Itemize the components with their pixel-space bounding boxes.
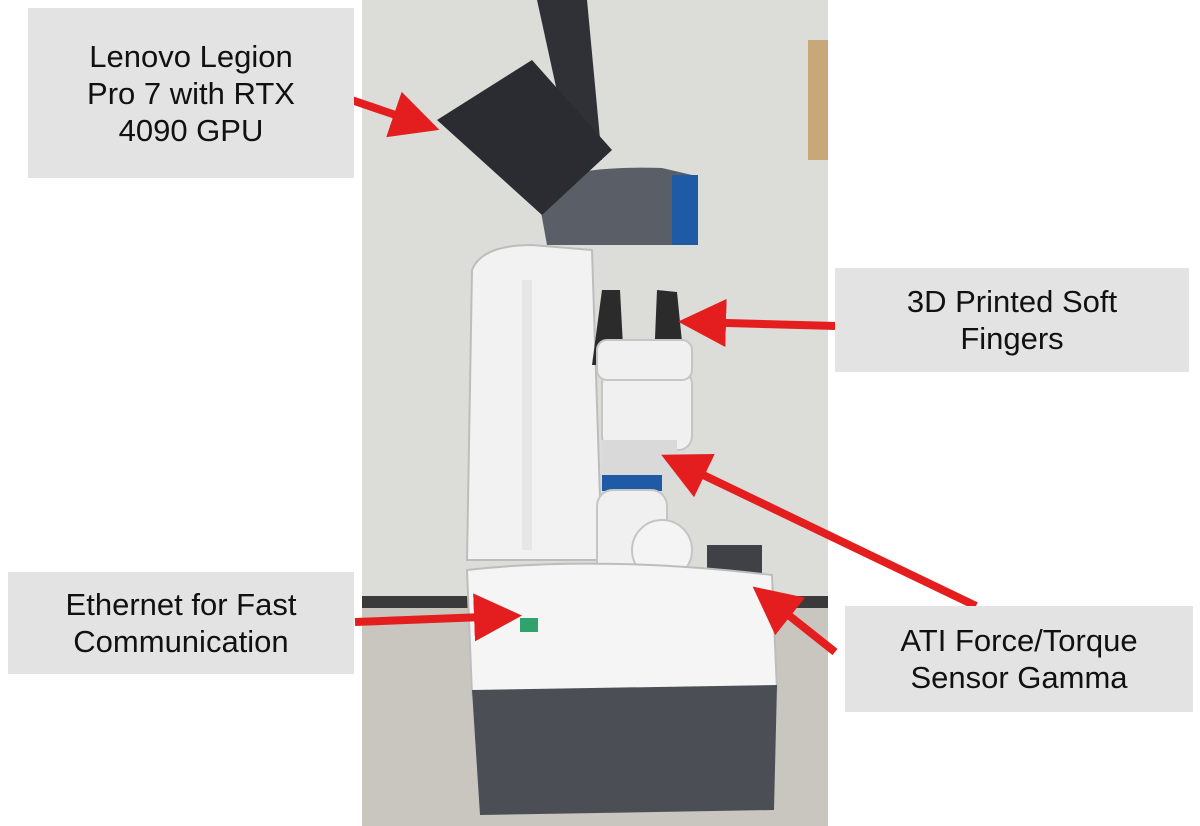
robot-tower — [465, 243, 604, 561]
robot-head — [537, 167, 697, 245]
laptop-screen — [537, 0, 602, 160]
arm-link-upper — [601, 369, 693, 451]
gripper-palm — [596, 339, 693, 381]
laptop-mount — [437, 60, 612, 215]
door-frame — [808, 40, 828, 160]
callout-laptop: Lenovo Legion Pro 7 with RTX 4090 GPU — [28, 8, 354, 178]
callout-force-torque-sensor: ATI Force/Torque Sensor Gamma — [845, 606, 1193, 712]
robot-photo — [362, 0, 828, 826]
robot-base-bottom — [472, 685, 777, 815]
callout-soft-fingers: 3D Printed Soft Fingers — [835, 268, 1189, 372]
callout-ethernet: Ethernet for Fast Communication — [8, 572, 354, 674]
ethernet-port — [520, 618, 538, 632]
head-blue-band — [672, 175, 698, 245]
arm-blue-ring — [602, 475, 662, 491]
tower-rail — [522, 280, 532, 550]
robot-base-top — [465, 562, 779, 697]
arm-link-wrist — [602, 440, 677, 480]
